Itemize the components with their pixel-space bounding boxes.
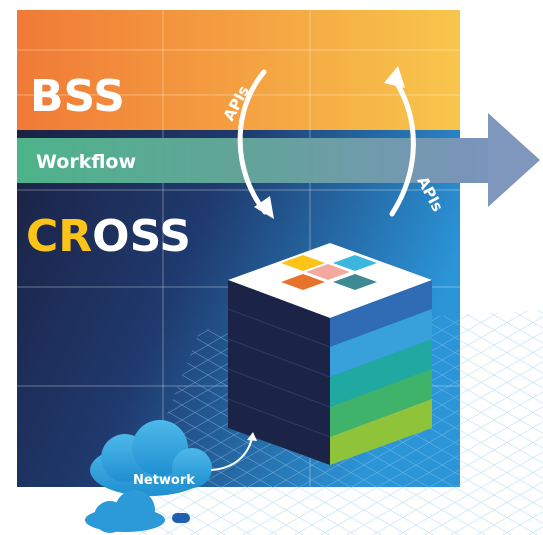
cross-rest: OSS bbox=[92, 211, 191, 262]
network-label: Network bbox=[133, 473, 195, 488]
network-connector-arrow-icon bbox=[211, 432, 257, 471]
cross-label: CROSS bbox=[26, 211, 191, 262]
workflow-label: Workflow bbox=[36, 151, 136, 173]
cross-highlight: CR bbox=[26, 211, 92, 262]
platform-cube bbox=[227, 243, 432, 465]
api-down-arrow-icon bbox=[237, 69, 268, 215]
api-arrows bbox=[237, 69, 416, 217]
bss-region bbox=[17, 10, 460, 130]
network-cloud-icon bbox=[85, 420, 212, 533]
bss-label: BSS bbox=[30, 71, 125, 122]
logo-icon bbox=[281, 255, 377, 290]
api-up-arrow-icon bbox=[389, 77, 416, 217]
